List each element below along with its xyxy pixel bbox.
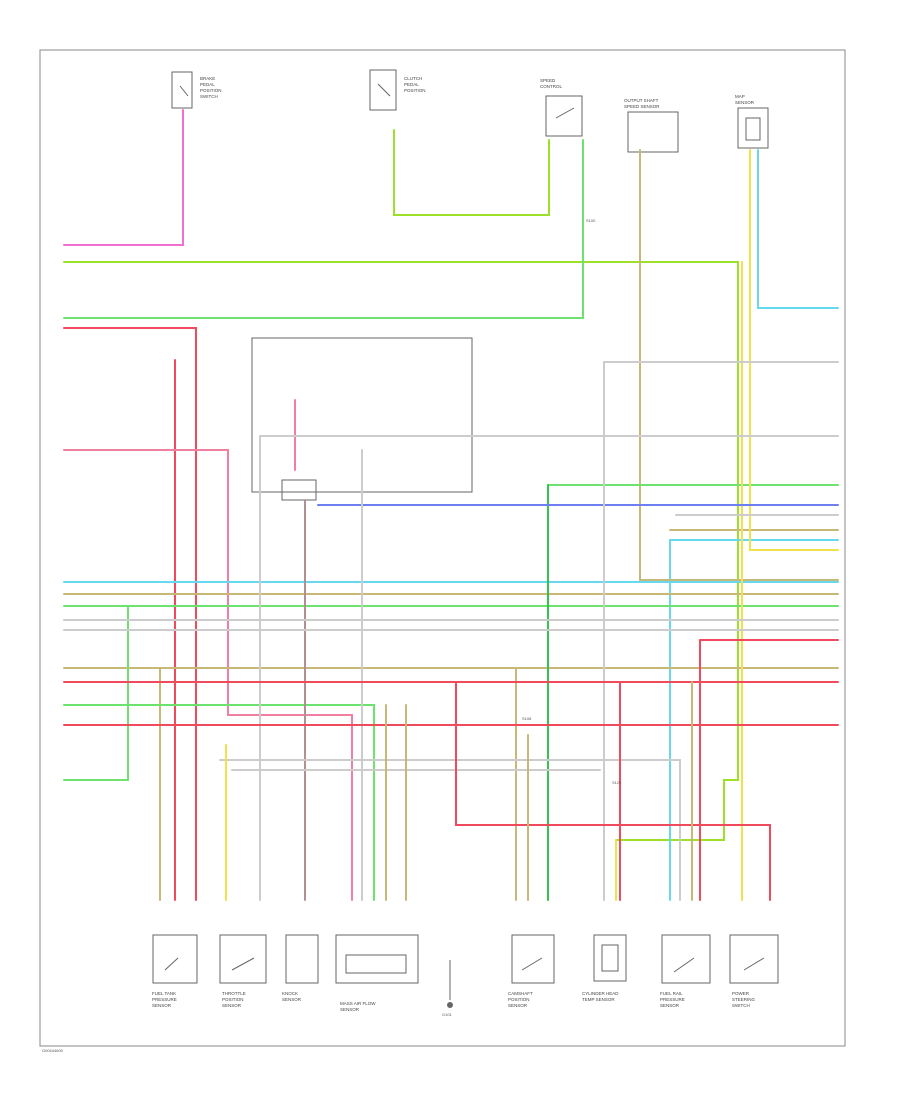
speed-control-switch: SPEED CONTROL [540, 78, 583, 137]
splice-label: S100 [586, 218, 596, 223]
ground-symbol [447, 960, 453, 1008]
svg-text:CONTROL: CONTROL [540, 84, 562, 89]
relay [281, 479, 317, 501]
svg-text:FUEL RAIL: FUEL RAIL [660, 991, 683, 996]
svg-text:POSITION: POSITION [200, 88, 222, 93]
svg-text:OUTPUT SHAFT: OUTPUT SHAFT [624, 98, 659, 103]
knock-sensor: KNOCK SENSOR [282, 934, 319, 1002]
svg-text:MAP: MAP [735, 94, 745, 99]
svg-text:THROTTLE: THROTTLE [222, 991, 246, 996]
ground-label: G101 [442, 1012, 453, 1017]
throttle-position-sensor: THROTTLE POSITION SENSOR [219, 934, 267, 1008]
svg-text:KNOCK: KNOCK [282, 991, 298, 996]
camshaft-position-sensor: CAMSHAFT POSITION SENSOR [508, 934, 555, 1008]
map-sensor: MAP SENSOR [735, 94, 769, 149]
svg-text:PRESSURE: PRESSURE [660, 997, 685, 1002]
svg-text:SWITCH: SWITCH [200, 94, 218, 99]
output-shaft-sensor: OUTPUT SHAFT SPEED SENSOR [624, 98, 679, 153]
splice-label: S108 [522, 716, 532, 721]
mass-air-flow-sensor: MASS AIR FLOW SENSOR [335, 934, 419, 1012]
diagram-frame [39, 49, 846, 1047]
svg-text:PEDAL: PEDAL [200, 82, 215, 87]
diagram-code: G00444600 [42, 1048, 64, 1053]
svg-text:BRAKE: BRAKE [200, 76, 215, 81]
svg-text:CYLINDER HEAD: CYLINDER HEAD [582, 991, 619, 996]
svg-text:STEERING: STEERING [732, 997, 756, 1002]
svg-text:SPEED SENSOR: SPEED SENSOR [624, 104, 660, 109]
svg-text:MASS AIR FLOW: MASS AIR FLOW [340, 1001, 376, 1006]
wires [63, 109, 839, 901]
clutch-switch: CLUTCH PEDAL POSITION [369, 69, 426, 111]
svg-text:CLUTCH: CLUTCH [404, 76, 422, 81]
svg-text:SENSOR: SENSOR [735, 100, 755, 105]
svg-text:SENSOR: SENSOR [660, 1003, 680, 1008]
svg-text:POWER: POWER [732, 991, 750, 996]
brake-switch: BRAKE PEDAL POSITION SWITCH [171, 71, 222, 109]
svg-text:POSITION: POSITION [404, 88, 426, 93]
svg-text:SENSOR: SENSOR [282, 997, 302, 1002]
fuel-rail-pressure-sensor: FUEL RAIL PRESSURE SENSOR [660, 934, 711, 1008]
svg-text:SENSOR: SENSOR [152, 1003, 172, 1008]
svg-text:PRESSURE: PRESSURE [152, 997, 177, 1002]
svg-text:FUEL TANK: FUEL TANK [152, 991, 176, 996]
svg-text:SENSOR: SENSOR [340, 1007, 360, 1012]
svg-text:SPEED: SPEED [540, 78, 556, 83]
svg-text:SWITCH: SWITCH [732, 1003, 750, 1008]
svg-text:TEMP SENSOR: TEMP SENSOR [582, 997, 615, 1002]
splice-label: S125 [612, 780, 622, 785]
svg-text:SENSOR: SENSOR [508, 1003, 528, 1008]
fuel-tank-pressure-sensor: FUEL TANK PRESSURE SENSOR [152, 934, 198, 1008]
svg-text:POSITION: POSITION [508, 997, 530, 1002]
power-steering-switch: POWER STEERING SWITCH [729, 934, 779, 1008]
svg-text:PEDAL: PEDAL [404, 82, 419, 87]
svg-text:SENSOR: SENSOR [222, 1003, 242, 1008]
svg-text:POSITION: POSITION [222, 997, 244, 1002]
svg-text:CAMSHAFT: CAMSHAFT [508, 991, 533, 996]
cylinder-head-temp-sensor: CYLINDER HEAD TEMP SENSOR [582, 934, 627, 1002]
